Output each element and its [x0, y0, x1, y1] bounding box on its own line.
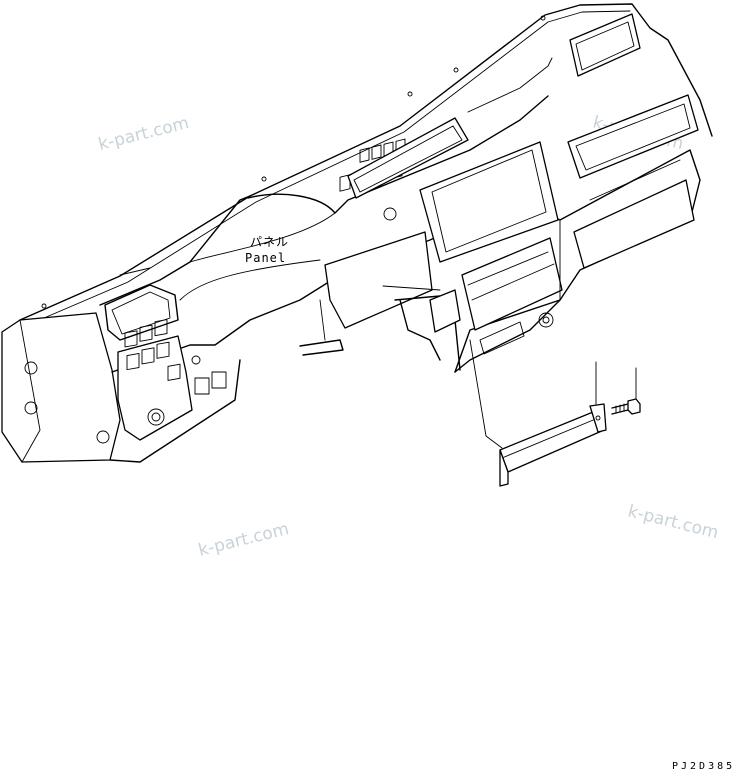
bracket-part: [499, 403, 607, 487]
panel-label-en: Panel: [245, 251, 286, 265]
bolt: [611, 398, 641, 415]
watermarks: k-part.com k-part.com k-part.com k-part.…: [96, 112, 720, 560]
panel-label-jp: パネル: [250, 235, 289, 249]
left-switch-cluster: [117, 319, 227, 441]
dashboard-panel: [1, 3, 713, 463]
watermark-3: k-part.com: [196, 519, 291, 561]
watermark-1: k-part.com: [96, 113, 191, 155]
drawing-code: PJ2D385: [672, 761, 735, 772]
leader-lines: [382, 285, 637, 449]
watermark-4: k-part.com: [626, 501, 721, 543]
